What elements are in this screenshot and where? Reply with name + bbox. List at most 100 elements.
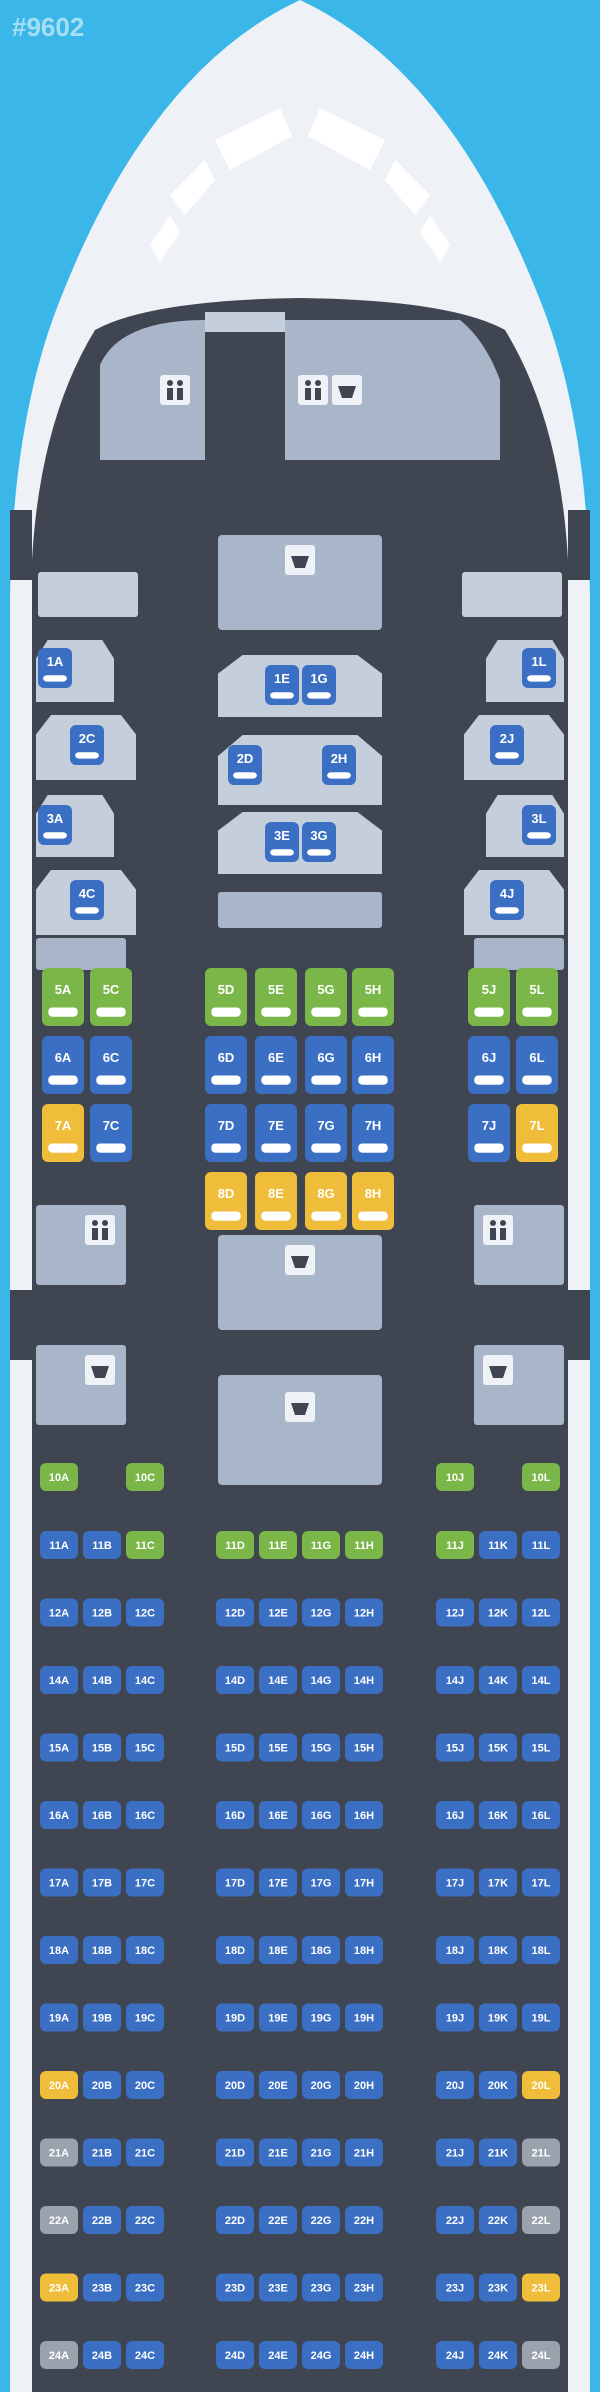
seat-22b[interactable]: 22B — [83, 2206, 121, 2234]
seat-16c[interactable]: 16C — [126, 1801, 164, 1829]
seat-19e[interactable]: 19E — [259, 2003, 297, 2032]
seat-7a[interactable]: 7A — [42, 1104, 84, 1162]
seat-17g[interactable]: 17G — [302, 1868, 340, 1897]
seat-22a[interactable]: 22A — [40, 2206, 78, 2234]
seat-11k[interactable]: 11K — [479, 1531, 517, 1559]
seat-15c[interactable]: 15C — [126, 1733, 164, 1762]
seat-16b[interactable]: 16B — [83, 1801, 121, 1829]
seat-5d[interactable]: 5D — [205, 968, 247, 1026]
seat-23h[interactable]: 23H — [345, 2273, 383, 2302]
seat-16l[interactable]: 16L — [522, 1801, 560, 1829]
seat-24d[interactable]: 24D — [216, 2341, 254, 2369]
seat-14h[interactable]: 14H — [345, 1666, 383, 1694]
seat-14l[interactable]: 14L — [522, 1666, 560, 1694]
seat-19k[interactable]: 19K — [479, 2003, 517, 2032]
seat-21b[interactable]: 21B — [83, 2138, 121, 2167]
seat-22j[interactable]: 22J — [436, 2206, 474, 2234]
seat-12k[interactable]: 12K — [479, 1598, 517, 1627]
seat-11d[interactable]: 11D — [216, 1531, 254, 1559]
seat-12a[interactable]: 12A — [40, 1598, 78, 1627]
seat-23l[interactable]: 23L — [522, 2273, 560, 2302]
seat-11h[interactable]: 11H — [345, 1531, 383, 1559]
seat-11j[interactable]: 11J — [436, 1531, 474, 1559]
seat-8h[interactable]: 8H — [352, 1172, 394, 1230]
seat-24e[interactable]: 24E — [259, 2341, 297, 2369]
seat-23k[interactable]: 23K — [479, 2273, 517, 2302]
seat-19h[interactable]: 19H — [345, 2003, 383, 2032]
seat-17k[interactable]: 17K — [479, 1868, 517, 1897]
seat-19g[interactable]: 19G — [302, 2003, 340, 2032]
seat-22g[interactable]: 22G — [302, 2206, 340, 2234]
seat-12b[interactable]: 12B — [83, 1598, 121, 1627]
seat-18a[interactable]: 18A — [40, 1936, 78, 1964]
seat-21l[interactable]: 21L — [522, 2138, 560, 2167]
seat-12d[interactable]: 12D — [216, 1598, 254, 1627]
seat-19c[interactable]: 19C — [126, 2003, 164, 2032]
seat-12c[interactable]: 12C — [126, 1598, 164, 1627]
seat-7g[interactable]: 7G — [305, 1104, 347, 1162]
seat-5g[interactable]: 5G — [305, 968, 347, 1026]
seat-6h[interactable]: 6H — [352, 1036, 394, 1094]
seat-7l[interactable]: 7L — [516, 1104, 558, 1162]
seat-19a[interactable]: 19A — [40, 2003, 78, 2032]
seat-11g[interactable]: 11G — [302, 1531, 340, 1559]
seat-20b[interactable]: 20B — [83, 2071, 121, 2099]
seat-1g[interactable]: 1G — [302, 665, 336, 705]
seat-7d[interactable]: 7D — [205, 1104, 247, 1162]
seat-16g[interactable]: 16G — [302, 1801, 340, 1829]
seat-15b[interactable]: 15B — [83, 1733, 121, 1762]
seat-16k[interactable]: 16K — [479, 1801, 517, 1829]
seat-20k[interactable]: 20K — [479, 2071, 517, 2099]
seat-22l[interactable]: 22L — [522, 2206, 560, 2234]
seat-15h[interactable]: 15H — [345, 1733, 383, 1762]
seat-6c[interactable]: 6C — [90, 1036, 132, 1094]
seat-6e[interactable]: 6E — [255, 1036, 297, 1094]
seat-14e[interactable]: 14E — [259, 1666, 297, 1694]
seat-19d[interactable]: 19D — [216, 2003, 254, 2032]
seat-11l[interactable]: 11L — [522, 1531, 560, 1559]
seat-2j[interactable]: 2J — [490, 725, 524, 765]
seat-17c[interactable]: 17C — [126, 1868, 164, 1897]
seat-24c[interactable]: 24C — [126, 2341, 164, 2369]
seat-7j[interactable]: 7J — [468, 1104, 510, 1162]
seat-12e[interactable]: 12E — [259, 1598, 297, 1627]
seat-22h[interactable]: 22H — [345, 2206, 383, 2234]
seat-22d[interactable]: 22D — [216, 2206, 254, 2234]
seat-6l[interactable]: 6L — [516, 1036, 558, 1094]
seat-17h[interactable]: 17H — [345, 1868, 383, 1897]
seat-17l[interactable]: 17L — [522, 1868, 560, 1897]
seat-7e[interactable]: 7E — [255, 1104, 297, 1162]
seat-23d[interactable]: 23D — [216, 2273, 254, 2302]
seat-19l[interactable]: 19L — [522, 2003, 560, 2032]
seat-18c[interactable]: 18C — [126, 1936, 164, 1964]
seat-18l[interactable]: 18L — [522, 1936, 560, 1964]
seat-1e[interactable]: 1E — [265, 665, 299, 705]
seat-16e[interactable]: 16E — [259, 1801, 297, 1829]
seat-6g[interactable]: 6G — [305, 1036, 347, 1094]
seat-15l[interactable]: 15L — [522, 1733, 560, 1762]
seat-11b[interactable]: 11B — [83, 1531, 121, 1559]
seat-21c[interactable]: 21C — [126, 2138, 164, 2167]
seat-19b[interactable]: 19B — [83, 2003, 121, 2032]
seat-21d[interactable]: 21D — [216, 2138, 254, 2167]
seat-22c[interactable]: 22C — [126, 2206, 164, 2234]
seat-3g[interactable]: 3G — [302, 822, 336, 862]
seat-7c[interactable]: 7C — [90, 1104, 132, 1162]
seat-17a[interactable]: 17A — [40, 1868, 78, 1897]
seat-22e[interactable]: 22E — [259, 2206, 297, 2234]
seat-2d[interactable]: 2D — [228, 745, 262, 785]
seat-19j[interactable]: 19J — [436, 2003, 474, 2032]
seat-21a[interactable]: 21A — [40, 2138, 78, 2167]
seat-10j[interactable]: 10J — [436, 1463, 474, 1491]
seat-6d[interactable]: 6D — [205, 1036, 247, 1094]
seat-12l[interactable]: 12L — [522, 1598, 560, 1627]
seat-11e[interactable]: 11E — [259, 1531, 297, 1559]
seat-23j[interactable]: 23J — [436, 2273, 474, 2302]
seat-18e[interactable]: 18E — [259, 1936, 297, 1964]
seat-15d[interactable]: 15D — [216, 1733, 254, 1762]
seat-20d[interactable]: 20D — [216, 2071, 254, 2099]
seat-21k[interactable]: 21K — [479, 2138, 517, 2167]
seat-15j[interactable]: 15J — [436, 1733, 474, 1762]
seat-24j[interactable]: 24J — [436, 2341, 474, 2369]
seat-2h[interactable]: 2H — [322, 745, 356, 785]
